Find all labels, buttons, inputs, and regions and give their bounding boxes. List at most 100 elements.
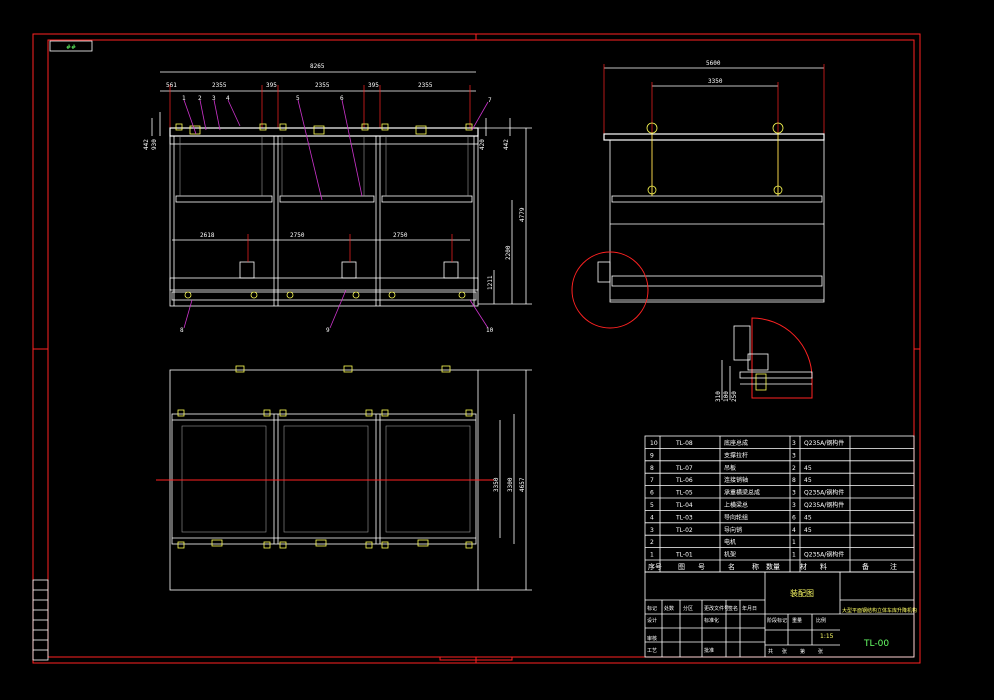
balloon-9: 9 xyxy=(326,327,330,334)
balloon-6: 6 xyxy=(340,95,344,102)
bom-cell-material: Q235A/钢构件 xyxy=(804,501,844,509)
bom-h-code-2: 号 xyxy=(698,563,705,571)
front-view: 8265 561 2355 395 2355 395 2355 xyxy=(143,63,532,334)
bom-h-mat-1: 材 xyxy=(800,562,807,571)
title-block: 装配图 大型平面钢结构立体车库升降机构 TL-00 1:15 标记 处数 分区 … xyxy=(644,571,917,658)
bom-h-note-1: 备 xyxy=(862,562,869,571)
tb-stage: 阶段标记 xyxy=(767,617,787,624)
front-frame xyxy=(169,135,479,307)
dim-right-4: 2200 xyxy=(505,245,512,260)
bom-cell-code: TL-04 xyxy=(675,502,693,509)
bom-cell-material: Q235A/钢构件 xyxy=(804,439,844,447)
bom-cell-no: 9 xyxy=(650,452,654,459)
balloon-5: 5 xyxy=(296,95,300,102)
base-rail xyxy=(171,291,477,301)
dim-left-height-1: 442 xyxy=(143,139,150,150)
balloon-10: 10 xyxy=(486,327,494,334)
side-dim-overall: 5600 xyxy=(706,60,721,67)
tb-sheets-1: 张 xyxy=(782,648,787,655)
bom-cell-name: 底座总成 xyxy=(724,439,748,447)
tb-approve: 批准 xyxy=(704,647,714,654)
bom-cell-code: TL-06 xyxy=(675,477,693,484)
bom-cell-qty: 3 xyxy=(792,502,796,509)
bom-cell-no: 7 xyxy=(650,477,654,484)
left-strip-rows xyxy=(33,589,48,651)
bom-cell-no: 4 xyxy=(650,514,654,521)
plan-dim-2: 3300 xyxy=(507,477,514,492)
tb-count: 处数 xyxy=(664,605,674,612)
bom-cell-name: 支撑拉杆 xyxy=(724,451,748,459)
side-dim-inner: 3350 xyxy=(708,78,723,85)
bom-cell-qty: 3 xyxy=(792,440,796,447)
detail-dim-1: 310 xyxy=(715,391,722,402)
tb-design: 设计 xyxy=(647,617,657,624)
bom-h-code-1: 图 xyxy=(678,563,685,571)
bom-cell-material: 45 xyxy=(804,465,812,472)
tb-no: 第 xyxy=(800,648,805,655)
bom-cell-material: Q235A/钢构件 xyxy=(804,551,844,559)
bom-cell-material: 45 xyxy=(804,527,812,534)
bom-cell-code: TL-05 xyxy=(675,490,693,497)
bom-cell-code: TL-07 xyxy=(675,465,693,472)
side-motor xyxy=(597,261,611,283)
dim-right-1: 420 xyxy=(479,139,486,150)
top-beam-lower xyxy=(169,135,479,145)
hanging-beam-3 xyxy=(381,195,473,203)
tb-review: 审核 xyxy=(647,635,657,642)
side-view: 5600 3350 xyxy=(571,60,825,329)
sheet-inner-border xyxy=(47,39,915,658)
bom-cell-material: 45 xyxy=(804,477,812,484)
side-lower-rail xyxy=(611,275,823,287)
bom-h-no: 序号 xyxy=(648,562,662,571)
bom-cell-code: TL-03 xyxy=(675,514,693,521)
dim-seg-5: 395 xyxy=(368,82,379,89)
bom-cell-no: 10 xyxy=(650,440,658,447)
bom-cell-no: 3 xyxy=(650,527,654,534)
bom-cell-name: 承重横梁总成 xyxy=(724,489,760,497)
plan-fittings xyxy=(177,365,473,549)
dim-spacing-1: 2618 xyxy=(200,232,215,239)
bom-cell-name: 导向轮组 xyxy=(724,513,748,521)
dim-right-3: 4779 xyxy=(519,207,526,222)
bom-cell-no: 2 xyxy=(650,539,654,546)
tb-zone: 分区 xyxy=(683,605,693,612)
tb-change: 更改文件号 xyxy=(704,605,729,612)
top-fittings xyxy=(175,123,473,135)
detail-boundary xyxy=(751,317,813,399)
detail-view: 310 100 250 xyxy=(715,317,813,402)
bom-cell-name: 机架 xyxy=(724,551,736,559)
corner-tag-text: ## xyxy=(66,44,76,51)
dim-right-5: 1211 xyxy=(487,275,494,290)
dim-seg-1: 561 xyxy=(166,82,177,89)
bom-cell-qty: 8 xyxy=(792,477,796,484)
bom-h-mat-2: 料 xyxy=(820,562,827,571)
dim-left-height-2: 930 xyxy=(151,139,158,150)
tb-sheets-2: 张 xyxy=(818,648,823,655)
scale: 1:15 xyxy=(820,633,834,640)
hanging-beam-1 xyxy=(175,195,273,203)
balloon-3: 3 xyxy=(212,95,216,102)
detail-dim-3: 250 xyxy=(731,391,738,402)
dim-overall-width: 8265 xyxy=(310,63,325,70)
bom-cell-name: 连接销轴 xyxy=(724,476,748,484)
bom-cell-name: 吊板 xyxy=(724,464,736,472)
balloon-2: 2 xyxy=(198,95,202,102)
drawing-name: 装配图 xyxy=(790,588,814,598)
bom-cell-name: 导向销 xyxy=(724,526,742,534)
dim-seg-2: 2355 xyxy=(212,82,227,89)
bom-cell-no: 8 xyxy=(650,465,654,472)
bom-cell-no: 6 xyxy=(650,490,654,497)
bottom-zone-mark xyxy=(439,656,513,661)
bom-cell-no: 5 xyxy=(650,502,654,509)
bom-cell-qty: 3 xyxy=(792,452,796,459)
tb-date: 年月日 xyxy=(742,605,757,612)
tb-standard: 标准化 xyxy=(704,617,719,624)
tb-sign: 签名 xyxy=(728,605,738,612)
lower-rail xyxy=(169,277,479,291)
plan-view: 3350 3300 4657 xyxy=(156,365,532,591)
right-dim-lines xyxy=(478,118,532,305)
plan-dim-3: 4657 xyxy=(519,477,526,492)
bottom-wheels xyxy=(184,291,466,299)
dim-seg-3: 395 xyxy=(266,82,277,89)
